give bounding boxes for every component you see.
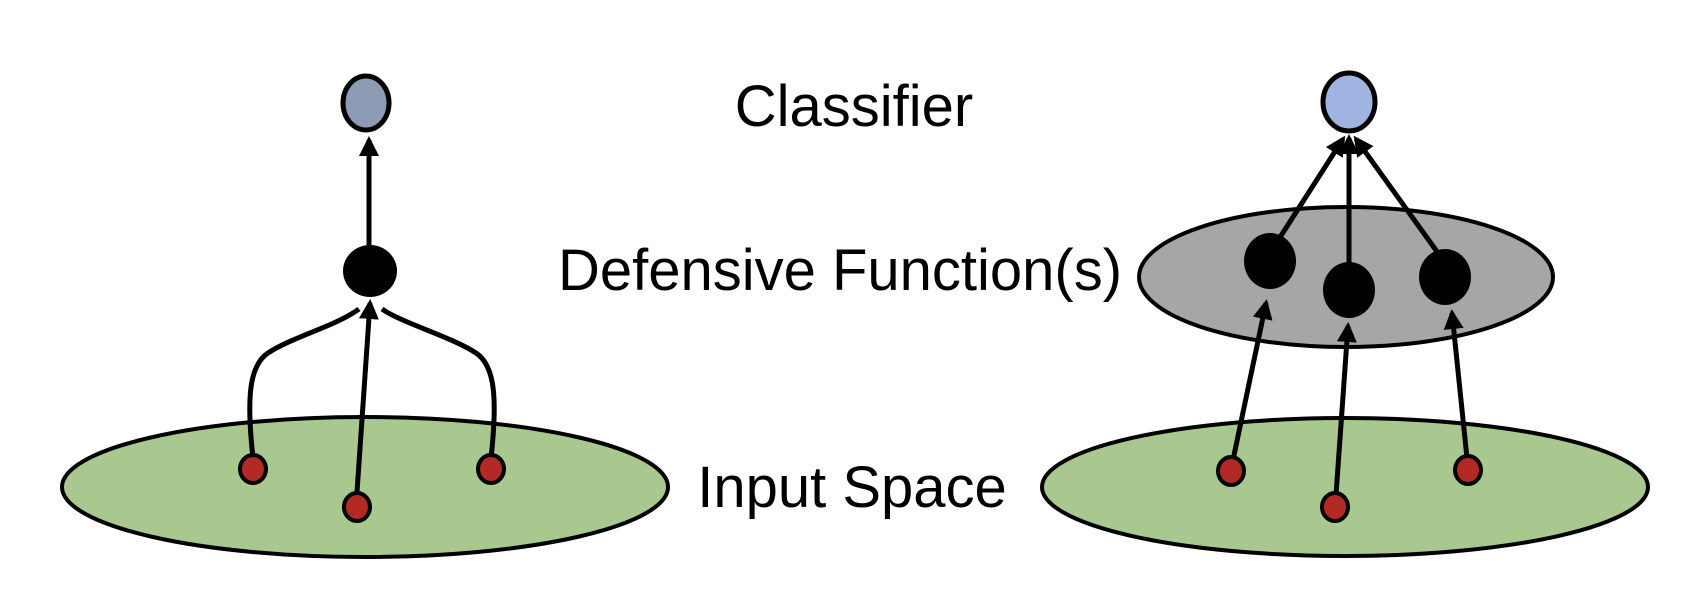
- left-edge-curve-right: [380, 306, 497, 459]
- left-input-dot-3: [476, 453, 506, 485]
- right-defense-node-3: [1419, 249, 1471, 305]
- defensive-functions-label: Defensive Function(s): [558, 238, 1122, 303]
- right-panel: [1040, 70, 1650, 558]
- center-labels: Classifier Defensive Function(s) Input S…: [558, 74, 1122, 520]
- left-classifier-node: [340, 73, 392, 133]
- classifier-label: Classifier: [735, 74, 974, 139]
- left-edge-middle-arrow: [354, 299, 379, 493]
- right-input-dot-1: [1216, 455, 1246, 487]
- right-edge-node3-classifier: [1353, 135, 1441, 255]
- left-input-space-ellipse: [60, 415, 670, 559]
- left-defense-node: [343, 245, 397, 297]
- left-edge-curve-left: [247, 306, 361, 459]
- input-space-label: Input Space: [697, 455, 1007, 520]
- left-panel: [60, 73, 670, 559]
- right-edge-dot3-node3: [1443, 309, 1470, 459]
- right-edge-node1-classifier: [1274, 135, 1346, 244]
- right-defense-node-2: [1323, 262, 1375, 318]
- left-input-dot-1: [238, 453, 268, 485]
- right-input-space-ellipse: [1040, 416, 1650, 558]
- right-input-dot-2: [1320, 491, 1350, 523]
- right-input-dot-3: [1453, 454, 1483, 486]
- right-defense-node-1: [1244, 233, 1296, 289]
- right-edge-dot2-node2: [1333, 322, 1357, 496]
- right-edge-dot1-node1: [1230, 299, 1273, 461]
- right-classifier-node: [1320, 70, 1378, 134]
- left-input-dot-2: [342, 491, 372, 523]
